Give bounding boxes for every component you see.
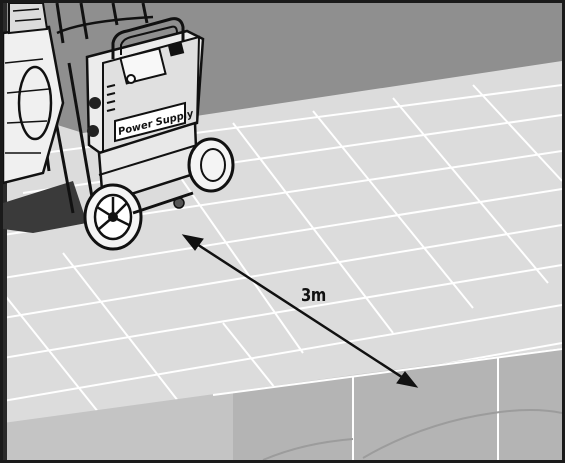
front-wheel — [83, 183, 143, 251]
power-supply-caddy: Power Supply — [3, 3, 235, 251]
distance-label: 3m — [301, 285, 326, 306]
arrowhead-start — [181, 234, 204, 251]
distance-arrow — [181, 234, 419, 388]
left-edge-shadow — [3, 3, 7, 460]
rear-wheel — [187, 137, 235, 193]
arrowhead-end — [396, 371, 419, 388]
pool-edge — [3, 348, 562, 460]
pool-deck-scene: Power Supply — [3, 3, 562, 460]
